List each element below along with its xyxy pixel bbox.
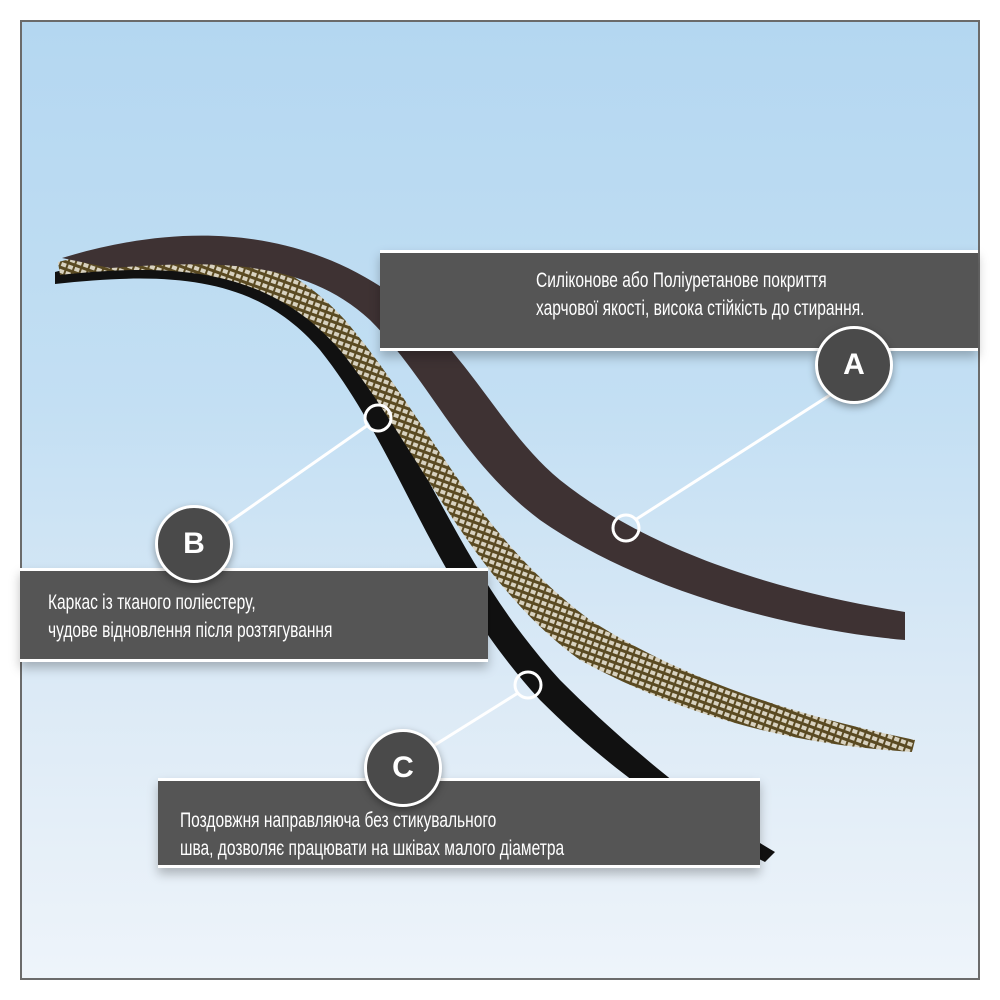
callout-panel-c: Поздовжня направляюча без стикувального … — [158, 778, 760, 868]
badge-c: C — [364, 729, 442, 807]
badge-a: A — [815, 326, 893, 404]
callout-c-line-1: Поздовжня направляюча без стикувального — [180, 809, 497, 832]
callout-panel-b: Каркас із тканого поліестеру, чудове від… — [20, 568, 488, 662]
belt-coating-layer — [62, 235, 905, 640]
callout-c-line-2: шва, дозволяє працювати на шківах малого… — [180, 837, 565, 860]
callout-b-line-1: Каркас із тканого поліестеру, — [48, 591, 256, 614]
callout-b-line-2: чудове відновлення після розтягування — [48, 619, 333, 642]
badge-b: B — [155, 505, 233, 583]
callout-a-line-2: харчової якості, висока стійкість до сти… — [536, 297, 865, 320]
callout-a-line-1: Силіконове або Поліуретанове покриття — [536, 269, 827, 292]
callout-panel-a: Силіконове або Поліуретанове покриття ха… — [380, 250, 978, 351]
